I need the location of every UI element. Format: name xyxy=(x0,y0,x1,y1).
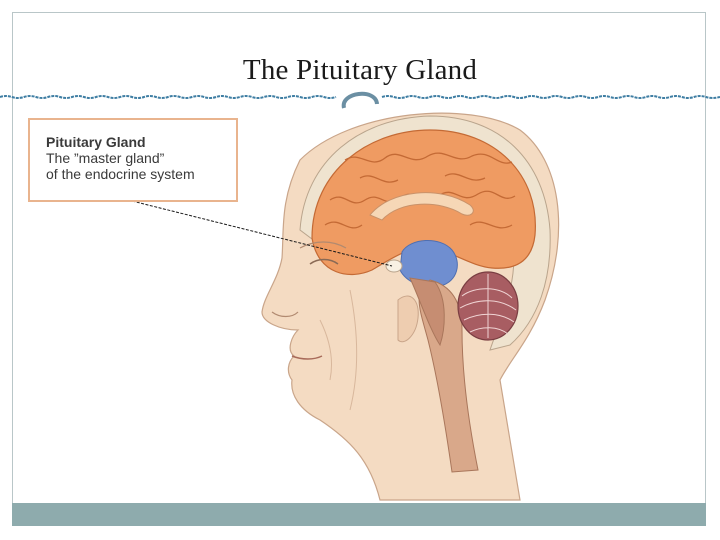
corpus-callosum xyxy=(369,192,474,221)
pituitary-region xyxy=(399,239,458,288)
callout-description-line-2: of the endocrine system xyxy=(46,166,195,182)
mouth xyxy=(291,355,323,360)
cheek-lines xyxy=(319,289,358,411)
callout-title: Pituitary Gland xyxy=(46,134,146,150)
footer-bar xyxy=(12,503,706,526)
pituitary-gland xyxy=(385,259,403,273)
brainstem-pons xyxy=(409,277,445,347)
cerebellum-folds xyxy=(459,274,517,338)
slide-title: The Pituitary Gland xyxy=(242,54,478,86)
eye xyxy=(309,258,339,265)
nostril xyxy=(271,311,299,318)
callout-leader-line xyxy=(127,199,393,267)
eyebrow xyxy=(299,241,347,249)
title-divider xyxy=(0,91,720,109)
ear xyxy=(397,295,419,343)
pituitary-callout: Pituitary Gland The ”master gland” of th… xyxy=(28,118,238,202)
callout-description-line-1: The ”master gland” xyxy=(46,150,165,166)
